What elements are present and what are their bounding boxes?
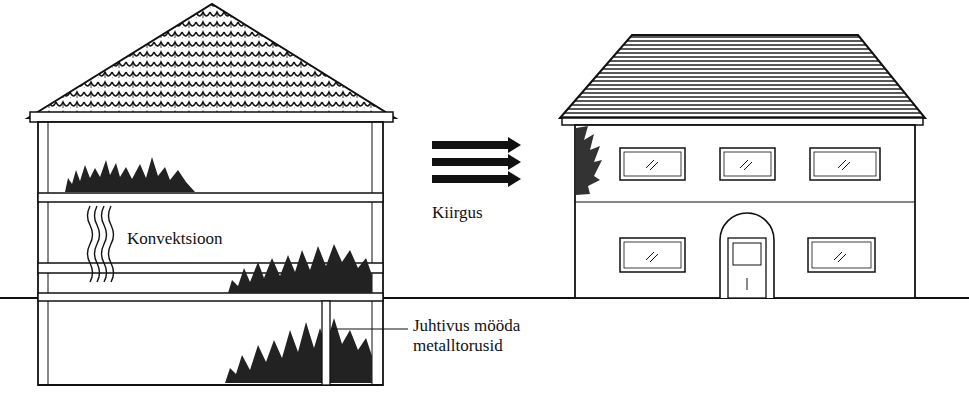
fire [65, 157, 195, 192]
arrow [432, 154, 521, 170]
fire [225, 318, 372, 383]
basement-floor [38, 384, 383, 386]
window-pane [814, 152, 876, 176]
metal-pipe [322, 301, 330, 385]
door-seam [747, 278, 748, 290]
fire [576, 126, 602, 195]
arrow [432, 171, 521, 187]
floor-slab [38, 193, 383, 202]
door [728, 238, 766, 298]
inner-wall [372, 122, 373, 385]
door-window [733, 243, 761, 265]
window [810, 148, 880, 180]
window-pane [624, 152, 681, 176]
wave [95, 206, 100, 282]
eave [30, 112, 393, 122]
window-pane [812, 242, 871, 268]
glint [744, 162, 752, 170]
window-pane [724, 152, 771, 176]
door-arch [720, 213, 774, 298]
wave [88, 206, 93, 282]
leader-line [331, 328, 408, 329]
eave [562, 118, 923, 125]
wave [102, 206, 107, 282]
window [720, 148, 775, 180]
house-wall [575, 125, 915, 298]
windows [620, 148, 880, 272]
inner-wall [48, 122, 49, 385]
window [620, 238, 685, 272]
window-pane [624, 242, 681, 268]
glint [650, 254, 658, 262]
belt-course [575, 201, 915, 202]
outer-wall [38, 122, 383, 385]
section-house [28, 4, 408, 385]
window [808, 238, 875, 272]
roof [560, 35, 925, 118]
label: Konvektsioon [127, 229, 222, 249]
floor-slab [38, 293, 383, 301]
arrow [432, 137, 521, 153]
label: Juhtivus mööda metalltorusid [413, 316, 545, 357]
radiation-arrows [432, 137, 521, 187]
fire [228, 244, 372, 293]
glint [838, 254, 846, 262]
glint [650, 162, 658, 170]
window [620, 148, 685, 180]
glint [842, 162, 850, 170]
tiled-roof [28, 4, 395, 118]
convection-waves [88, 206, 114, 282]
target-house [560, 35, 925, 298]
label: Kiirgus [432, 203, 483, 223]
wave [109, 206, 114, 282]
